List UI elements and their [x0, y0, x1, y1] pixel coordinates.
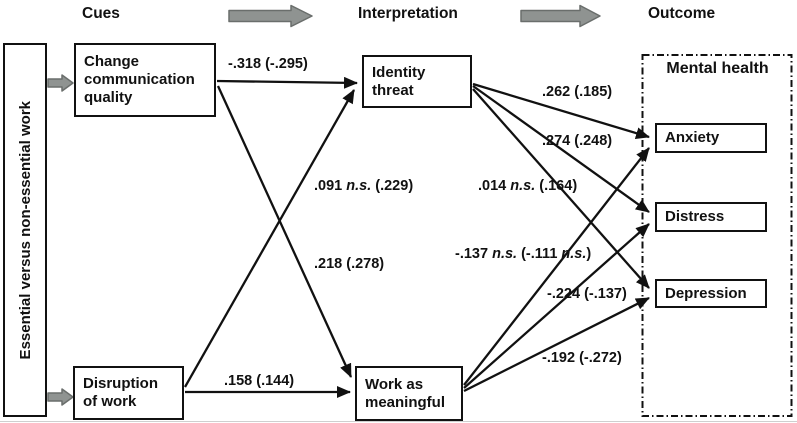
box-distress: Distress [655, 202, 767, 232]
coefficient-identity-distress: .274 (.248) [542, 133, 613, 149]
figure-bottom-rule [0, 421, 797, 422]
coefficient-identity-anxiety: .262 (.185) [542, 84, 613, 100]
box-label: Essential versus non-essential work [16, 100, 34, 360]
coefficient-meaningful-anxiety: -.137 n.s. (-.111 n.s.) [455, 246, 592, 262]
mental-health-title: Mental health [666, 60, 769, 77]
coefficient-identity-depression: .014 n.s. (.164) [478, 178, 578, 194]
box-depression: Depression [655, 279, 767, 308]
flow-arrow-essential-to-disruption-icon [47, 388, 74, 406]
box-change-communication-quality: Change communication quality [74, 43, 216, 117]
stage-label-interpretation: Interpretation [358, 5, 458, 22]
flow-arrow-essential-to-change-icon [47, 74, 74, 92]
box-identity-threat: Identity threat [362, 55, 472, 108]
box-label: Distress [665, 208, 725, 226]
box-label: Depression [665, 284, 747, 302]
coefficient-meaningful-distress: -.224 (-.137) [547, 286, 627, 302]
coefficient-disruption-meaningful: .158 (.144) [224, 373, 295, 389]
box-label: Anxiety [665, 129, 720, 147]
box-essential-vs-non-essential-work: Essential versus non-essential work [3, 43, 47, 417]
box-anxiety: Anxiety [655, 123, 767, 153]
box-label: Disruption of work [83, 375, 158, 410]
box-label: Work as meaningful [365, 375, 446, 411]
box-label: Identity threat [372, 63, 426, 99]
flow-arrow-cues-to-interpretation-icon [228, 4, 313, 28]
box-disruption-of-work: Disruption of work [73, 366, 184, 420]
box-label: Change communication quality [84, 53, 195, 106]
stage-label-cues: Cues [82, 5, 120, 22]
stage-label-outcome: Outcome [648, 5, 716, 22]
path-line-ccq-identity-threat [216, 76, 358, 89]
box-work-as-meaningful: Work as meaningful [355, 366, 463, 421]
flow-arrow-interpretation-to-outcome-icon [520, 4, 601, 28]
path-line-disruption-identity-threat [184, 89, 355, 388]
path-line-meaningful-depression [463, 296, 650, 393]
mental-health-dashed-frame [641, 54, 793, 417]
coefficient-meaningful-depression: -.192 (-.272) [542, 350, 622, 366]
coefficient-ccq-meaningful: .218 (.278) [314, 256, 385, 272]
coefficient-ccq-identity: -.318 (-.295) [228, 56, 308, 72]
coefficient-disruption-identity: .091 n.s. (.229) [314, 178, 414, 194]
path-line-ccq-work-meaningful [216, 85, 353, 378]
